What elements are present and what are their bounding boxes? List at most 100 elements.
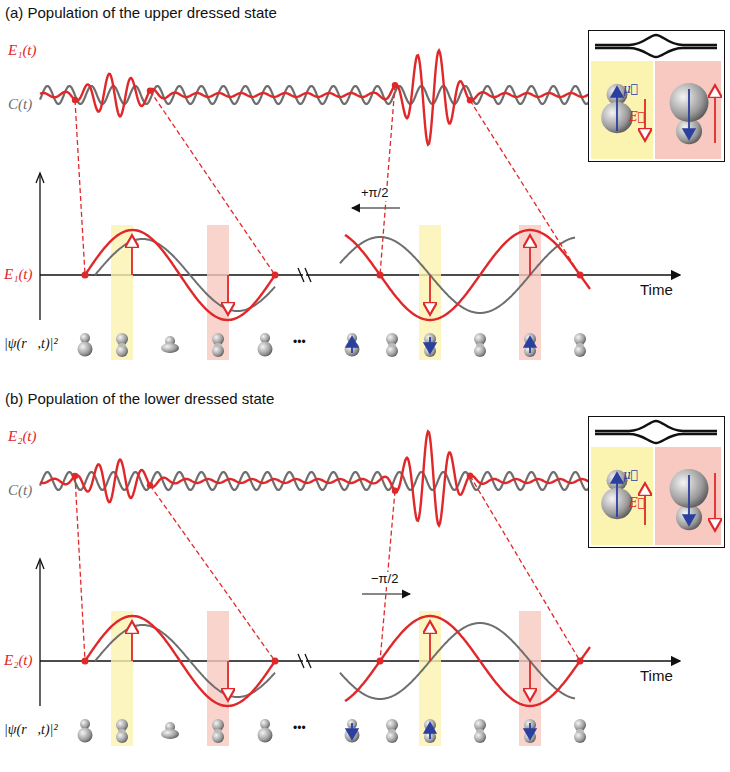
time-axis	[40, 274, 680, 275]
drawing-part	[576, 343, 584, 347]
panel-title: (a) Population of the upper dressed stat…	[5, 4, 277, 21]
inset-box: μ⃗ E⃗	[588, 416, 725, 548]
drawing-part	[388, 729, 396, 733]
field-label: E₁(t)	[8, 42, 37, 59]
highlight-band	[207, 225, 229, 360]
highlight-panel	[591, 61, 653, 159]
sample-dot	[72, 97, 78, 103]
highlight-band	[519, 225, 541, 360]
field-label: E₂(t)	[8, 428, 37, 445]
ellipsis: •••	[292, 722, 307, 736]
highlight-band	[419, 611, 441, 746]
panel-title: (b) Population of the lower dressed stat…	[5, 390, 274, 407]
drawing-part	[214, 343, 222, 347]
potential-curve	[595, 35, 717, 57]
highlight-panel	[591, 447, 653, 545]
drawing-part	[388, 343, 396, 347]
drawing-part	[303, 658, 306, 664]
y-axis	[39, 175, 40, 320]
dipole-arrow	[616, 87, 618, 131]
inset-box: μ⃗ E⃗	[588, 30, 725, 162]
sample-dot	[377, 272, 384, 279]
inset-illustration	[589, 417, 723, 546]
sample-dot	[377, 658, 384, 665]
phase-label: +π/2	[360, 186, 389, 201]
sample-dot	[467, 473, 473, 479]
orbital	[78, 728, 93, 743]
dipole-arrow	[351, 723, 353, 739]
carrier-wave	[95, 625, 275, 697]
leader-line	[75, 100, 85, 275]
carrier-wave	[340, 623, 575, 699]
field-arrow	[131, 623, 133, 661]
sample-dot	[577, 272, 584, 279]
leader-line	[75, 476, 85, 661]
leader-line	[470, 100, 580, 275]
drawing-part	[118, 343, 126, 347]
carrier-label: C(t)	[8, 482, 32, 499]
pulse-wave	[345, 616, 590, 706]
sample-dot	[392, 488, 398, 494]
dipole-arrow	[688, 89, 690, 139]
field-arrow	[529, 237, 531, 275]
axis-break	[298, 268, 311, 282]
sample-dot	[147, 482, 153, 488]
orbital	[78, 342, 93, 357]
dipole-arrow	[429, 337, 431, 353]
carrier-wave	[340, 237, 575, 313]
field-label: E⃗	[629, 497, 645, 511]
highlight-band	[519, 611, 541, 746]
dipole-label: μ⃗	[623, 83, 638, 97]
highlight-band	[111, 225, 133, 360]
phase-arrow	[352, 207, 400, 208]
carrier-wave	[95, 239, 275, 311]
drawing-part	[576, 729, 584, 733]
field-arrow	[529, 661, 531, 699]
field-arrow	[429, 275, 431, 313]
drawing-part	[303, 272, 306, 278]
sample-dot	[577, 658, 584, 665]
leader-line	[470, 476, 580, 661]
field-arrow	[227, 275, 229, 313]
drawing-part	[476, 729, 484, 733]
drawing-part	[476, 343, 484, 347]
dipole-arrow	[429, 723, 431, 739]
sample-dot	[82, 272, 89, 279]
highlight-band	[207, 611, 229, 746]
dipole-arrow	[616, 473, 618, 517]
orbital	[258, 728, 273, 743]
field-arrow	[429, 623, 431, 661]
dipole-label: μ⃗	[623, 469, 638, 483]
phase-label: −π/2	[370, 572, 399, 587]
ellipsis: •••	[292, 336, 307, 350]
density-label: |ψ(r⃗,t)|²	[4, 336, 58, 352]
potential-curve	[595, 421, 717, 443]
density-label: |ψ(r⃗,t)|²	[4, 722, 58, 738]
pulse-wave	[85, 616, 275, 706]
sample-dot	[467, 97, 473, 103]
field-arrow	[131, 237, 133, 275]
axis-break	[298, 654, 311, 668]
sample-dot	[272, 658, 279, 665]
pulse-wave	[40, 51, 590, 145]
field-arrow	[714, 87, 716, 143]
pulse-wave	[85, 230, 275, 320]
axis-label: Time	[640, 667, 673, 684]
axis-label: Time	[640, 281, 673, 298]
drawing-part	[214, 729, 222, 733]
leader-line	[380, 85, 395, 275]
orbital	[258, 342, 273, 357]
dipole-arrow	[529, 337, 531, 353]
highlight-panel	[655, 447, 721, 545]
field-arrow	[227, 661, 229, 699]
field-arrow	[714, 473, 716, 529]
inset-illustration	[589, 31, 723, 160]
sample-dot	[272, 272, 279, 279]
phase-arrow	[362, 593, 410, 594]
drawing-part	[118, 729, 126, 733]
sample-dot	[147, 87, 153, 93]
field-label: E⃗	[629, 111, 645, 125]
drawing-part	[36, 173, 44, 183]
orbital	[161, 343, 179, 353]
highlight-band	[419, 225, 441, 360]
